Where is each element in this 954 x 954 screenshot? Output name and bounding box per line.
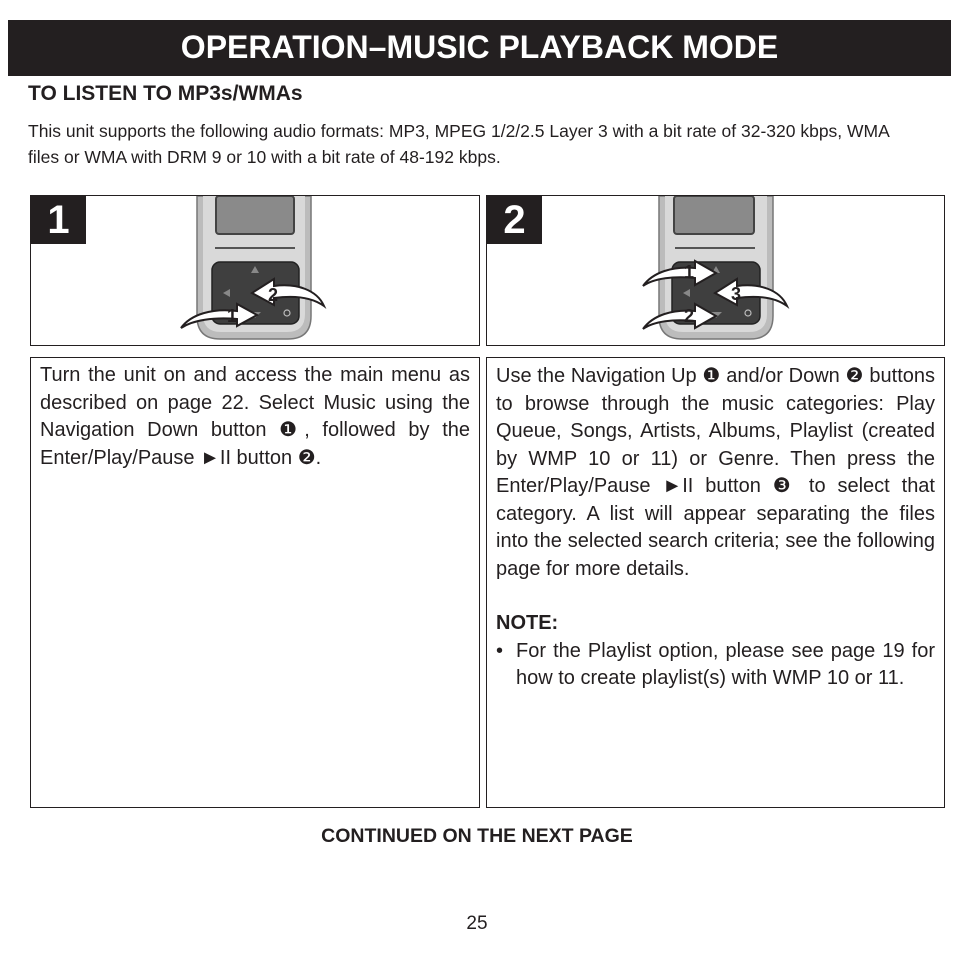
bullet-icon: • bbox=[496, 639, 504, 662]
step-2-text-box: Use the Navigation Up ❶ and/or Down ❷ bu… bbox=[486, 357, 945, 808]
step-number-1: 1 bbox=[31, 196, 86, 244]
step-2-instructions: Use the Navigation Up ❶ and/or Down ❷ bu… bbox=[496, 365, 935, 580]
step-1-text-box: Turn the unit on and access the main men… bbox=[30, 357, 480, 808]
note-heading: NOTE: bbox=[496, 612, 559, 634]
step-2-illustration-panel: 1 2 3 2 bbox=[486, 195, 945, 346]
step-1-illustration-panel: 1 2 1 bbox=[30, 195, 480, 346]
callout-arrow-icon: 1 2 3 bbox=[642, 259, 790, 330]
intro-paragraph: This unit supports the following audio f… bbox=[28, 121, 889, 167]
note-list-item: • For the Playlist option, please see pa… bbox=[496, 638, 935, 693]
step-2-callout-2: 2 bbox=[684, 306, 694, 326]
page-number: 25 bbox=[466, 913, 488, 934]
step-2-callout-3: 3 bbox=[731, 284, 741, 304]
continued-notice: CONTINUED ON THE NEXT PAGE bbox=[321, 825, 633, 847]
page-title: OPERATION–MUSIC PLAYBACK MODE bbox=[180, 29, 779, 65]
step-1-callout-2: 2 bbox=[268, 285, 278, 305]
section-heading: TO LISTEN TO MP3s/WMAs bbox=[28, 82, 303, 105]
callout-arrow-icon: 1 2 bbox=[180, 277, 327, 329]
page-title-banner: OPERATION–MUSIC PLAYBACK MODE bbox=[8, 20, 951, 76]
step-2-callout-1: 1 bbox=[684, 262, 694, 282]
step-number-2: 2 bbox=[487, 196, 542, 244]
note-item-text: For the Playlist option, please see page… bbox=[516, 639, 935, 690]
step-1-instructions: Turn the unit on and access the main men… bbox=[40, 364, 470, 469]
step-1-callout-1: 1 bbox=[227, 306, 237, 326]
